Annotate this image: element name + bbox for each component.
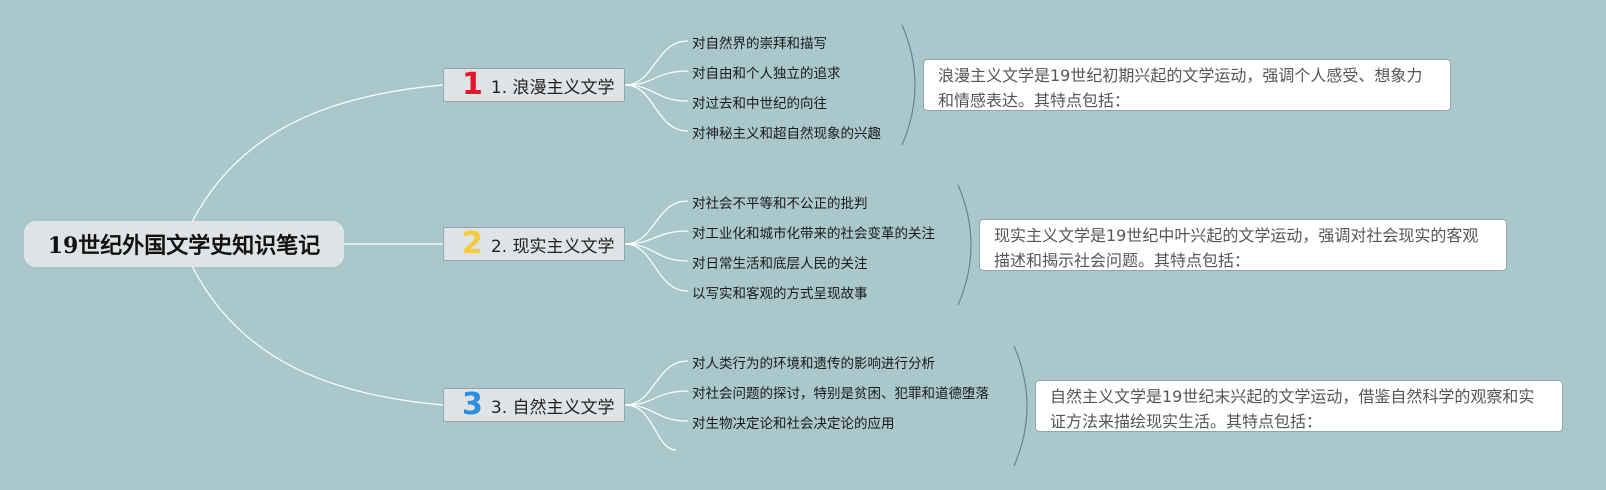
topic-1-item-connector — [624, 84, 689, 132]
topic-2-item-connector — [624, 243, 689, 292]
topic-1-item-connector — [624, 70, 689, 86]
priority-1-icon: 1 — [462, 67, 483, 102]
topic-1-summary-bracket — [901, 24, 916, 146]
topic-label: 2. 现实主义文学 — [490, 236, 615, 257]
topic-3-item-1[interactable]: 对人类行为的环境和遗传的影响进行分析 — [692, 356, 935, 372]
topic-2-item-3[interactable]: 对日常生活和底层人民的关注 — [692, 256, 868, 272]
topic-2-summary[interactable]: 现实主义文学是19世纪中叶兴起的文学运动，强调对社会现实的客观描述和揭示社会问题… — [979, 219, 1507, 271]
topic-2-item-1[interactable]: 对社会不平等和不公正的批判 — [692, 196, 868, 212]
topic-1-summary[interactable]: 浪漫主义文学是19世纪初期兴起的文学运动，强调个人感受、想象力和情感表达。其特点… — [923, 59, 1451, 111]
central-to-topic-3-connector — [191, 265, 444, 406]
central-to-topic-1-connector — [191, 84, 444, 223]
topic-3-item-connector — [624, 390, 689, 406]
topic-2-summary-bracket — [957, 184, 972, 306]
topic-3-item-2[interactable]: 对社会问题的探讨，特别是贫困、犯罪和道德堕落 — [692, 386, 989, 402]
topic-1-item-connector — [624, 40, 689, 86]
topic-label: 3. 自然主义文学 — [490, 397, 615, 418]
topic-1-item-connector — [624, 84, 689, 102]
priority-3-icon: 3 — [462, 387, 483, 422]
topic-2-item-4[interactable]: 以写实和客观的方式呈现故事 — [692, 286, 868, 302]
topic-1-item-1[interactable]: 对自然界的崇拜和描写 — [692, 36, 827, 52]
topic-3-summary[interactable]: 自然主义文学是19世纪末兴起的文学运动，借鉴自然科学的观察和实证方法来描绘现实生… — [1035, 380, 1563, 432]
topic-1-item-4[interactable]: 对神秘主义和超自然现象的兴趣 — [692, 126, 881, 142]
topic-2-item-connector — [624, 230, 689, 245]
topic-1-item-2[interactable]: 对自由和个人独立的追求 — [692, 66, 841, 82]
topic-3-summary-bracket — [1013, 345, 1028, 467]
topic-3-item-connector — [624, 360, 689, 406]
topic-realism[interactable]: 2 2. 现实主义文学 — [443, 227, 625, 261]
topic-1-item-3[interactable]: 对过去和中世纪的向往 — [692, 96, 827, 112]
topic-romanticism[interactable]: 1 1. 浪漫主义文学 — [443, 68, 625, 102]
topic-2-item-2[interactable]: 对工业化和城市化带来的社会变革的关注 — [692, 226, 935, 242]
priority-2-icon: 2 — [462, 226, 483, 261]
topic-2-item-connector — [624, 200, 689, 245]
topic-naturalism[interactable]: 3 3. 自然主义文学 — [443, 388, 625, 422]
topic-2-item-connector — [624, 243, 689, 262]
central-topic[interactable]: 19世纪外国文学史知识笔记 — [24, 221, 344, 267]
topic-3-item-connector — [624, 404, 677, 451]
topic-3-item-3[interactable]: 对生物决定论和社会决定论的应用 — [692, 416, 895, 432]
topic-label: 1. 浪漫主义文学 — [490, 77, 615, 98]
central-title: 19世纪外国文学史知识笔记 — [47, 233, 321, 259]
